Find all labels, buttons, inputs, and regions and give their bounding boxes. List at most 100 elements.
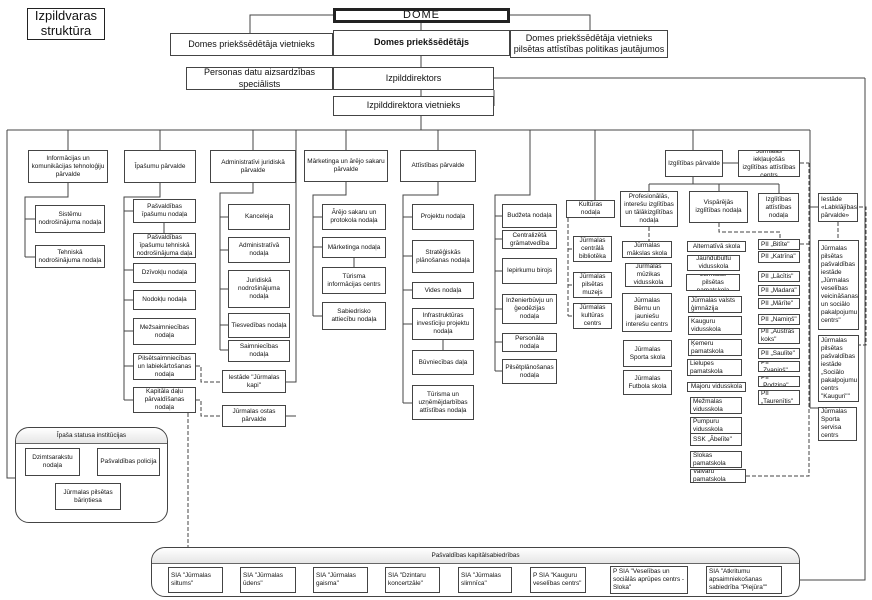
box-it1: Sistēmu nodrošinājuma nodaļa: [35, 205, 105, 233]
box-mk3: Tūrisma informācijas centrs: [322, 267, 386, 294]
box-label: SIA "Jūrmalas slimnīca": [461, 572, 501, 587]
box-label: Kultūras nodaļa: [578, 201, 603, 216]
box-mk1: Ārējo sakaru un protokola nodaļa: [322, 204, 386, 230]
box-sa2: Pašvaldības policija: [97, 448, 160, 476]
box-iza: Izglītības attīstības nodaļa: [758, 193, 799, 222]
box-label: Attīstības pārvalde: [411, 162, 465, 169]
box-label: Jūrmalas centrālā bibliotēka: [578, 237, 606, 260]
box-label: Izpilddirektors: [385, 72, 442, 83]
box-f5: Personāla nodaļa: [502, 333, 557, 352]
box-label: Pašvaldības īpašumu tehniskā nodrošināju…: [136, 233, 193, 257]
box-label: Mārketinga nodaļa: [327, 243, 381, 251]
box-label: Saimniecības nodaļa: [239, 343, 279, 358]
box-label: Administratīvā nodaļa: [238, 242, 280, 257]
box-c2: SIA "Jūrmalas ūdens": [240, 567, 296, 593]
box-aj: Administratīvi juridiskā pārvalde: [210, 150, 296, 183]
box-k1: PII „Bitīte": [758, 239, 800, 250]
box-label: Slokas pamatskola: [693, 451, 726, 467]
box-sp: Jūrmalas Sporta servisa centrs: [818, 407, 857, 441]
box-label: Jūrmalas Futbola skola: [628, 374, 667, 390]
box-izc: Jūrmalas iekļaujošās izglītības attīstīb…: [738, 150, 800, 177]
box-sa1: Dzimtsarakstu nodaļa: [25, 448, 80, 476]
box-aj3: Juridiskā nodrošinājuma nodaļa: [228, 270, 290, 308]
box-ip7: Kapitāla daļu pārvaldīšanas nodaļa: [133, 387, 196, 413]
box-at4: Infrastruktūras investīciju projektu nod…: [412, 308, 474, 340]
box-label: Jūrmalas mūzikas vidusskola: [633, 263, 664, 286]
box-s7: Lielupes pamatskola: [687, 359, 742, 376]
box-c7: P SIA "Veselības un sociālās aprūpes cen…: [610, 566, 688, 594]
box-label: Stratēģiskās plānošanas nodaļa: [416, 248, 470, 264]
box-p3: Jūrmalas Bērnu un jauniešu interešu cent…: [622, 293, 672, 332]
box-at1: Projektu nodaļa: [412, 204, 474, 230]
box-label: Domes priekšsēdētāja vietnieks pilsētas …: [513, 32, 665, 54]
box-label: SIA "Atkritumu apsaimniekošanas sabiedrī…: [709, 568, 768, 591]
box-at3: Vides nodaļa: [412, 282, 474, 299]
box-top-vice: Domes priekšsēdētāja vietnieks: [170, 33, 333, 56]
box-lb: Iestāde «Labklājības pārvalde»: [818, 193, 858, 222]
box-c4: SIA "Dzintaru koncertzāle": [385, 567, 440, 593]
box-label: Vaivaru pamatskola: [693, 469, 726, 483]
box-ip1: Pašvaldības īpašumu nodaļa: [133, 199, 196, 223]
box-label: Inženierbūvju un ģeodēzijas nodaļa: [506, 297, 553, 320]
box-it2: Tehniskā nodrošinājuma nodaļa: [35, 245, 105, 268]
box-label: Pašvaldības īpašumu nodaļa: [141, 203, 188, 218]
box-label: SSK „Ābelīte": [693, 435, 732, 443]
box-label: Būvniecības daļa: [418, 358, 468, 366]
box-c1: SIA "Jūrmalas siltums": [168, 567, 223, 593]
box-izv: Vispārējās izglītības nodaļa: [689, 191, 748, 223]
box-label: PII „Zvaniņš": [761, 361, 788, 372]
box-label: Vispārējās izglītības nodaļa: [695, 199, 742, 214]
box-label: Izpildvaras struktūra: [34, 8, 98, 38]
box-at2: Stratēģiskās plānošanas nodaļa: [412, 240, 474, 273]
box-k10: PII „Podziņa": [758, 376, 800, 387]
box-label: PII „Austras koks": [761, 328, 795, 343]
box-label: Centralizētā grāmatvedība: [509, 231, 550, 247]
box-it: Informācijas un komunikācijas tehnoloģij…: [28, 150, 108, 183]
box-label: PII „Taurenītis": [761, 390, 794, 405]
box-label: Personas datu aizsardzības speciālists: [203, 67, 316, 89]
box-mk4: Sabiedrisko attiecību nodaļa: [322, 302, 386, 330]
box-c3: SIA "Jūrmalas gaisma": [313, 567, 368, 593]
box-lb2: Jūrmalas pilsētas pašvaldības iestāde „S…: [818, 335, 859, 402]
box-ip6: Pilsētsaimniecības un labiekārtošanas no…: [133, 353, 196, 380]
box-osta: Jūrmalas ostas pārvalde: [222, 405, 286, 427]
box-top-chair: Domes priekšsēdētājs: [333, 30, 510, 56]
box-s2: Jaundubultu vidusskola: [687, 255, 740, 271]
box-label: PII „Mārīte": [761, 299, 794, 307]
box-label: PII „Saulīte": [761, 349, 795, 357]
box-k11: PII „Taurenītis": [758, 390, 800, 405]
box-label: Jūrmalas pilsētas muzejs: [579, 273, 606, 296]
box-label: Kauguru vidusskola: [691, 317, 721, 333]
box-label: SIA "Dzintaru koncertzāle": [388, 572, 426, 587]
box-k7: PII „Austras koks": [758, 328, 800, 344]
box-at: Attīstības pārvalde: [400, 150, 476, 182]
box-label: Projektu nodaļa: [420, 213, 466, 220]
box-ip4: Nodokļu nodaļa: [133, 290, 196, 310]
box-c8: SIA "Atkritumu apsaimniekošanas sabiedrī…: [706, 566, 782, 594]
box-label: Budžeta nodaļa: [507, 212, 552, 219]
box-k2: PII „Katrīna": [758, 251, 800, 263]
box-s13: Vaivaru pamatskola: [690, 469, 746, 483]
box-label: SIA "Jūrmalas siltums": [171, 572, 211, 587]
box-label: Īpašumu pārvalde: [134, 162, 186, 170]
box-mk: Mārketinga un ārējo sakaru pārvalde: [304, 150, 388, 182]
box-f6: Pilsētplānošanas nodaļa: [502, 359, 557, 384]
box-label: Profesionālās, interešu izglītības un tā…: [624, 193, 674, 224]
box-label: Jūrmalas ostas pārvalde: [232, 408, 276, 423]
box-label: P SIA "Kauguru veselības centrs": [533, 572, 582, 587]
box-at6: Tūrisma un uzņēmējdarbības attīstības no…: [412, 385, 474, 420]
box-label: Mežmalas vidusskola: [693, 397, 723, 413]
box-label: Domes priekšsēdētājs: [373, 37, 470, 48]
box-label: Mežsaimniecības nodaļa: [139, 323, 190, 339]
box-label: PII „Katrīna": [761, 253, 796, 260]
box-label: PII „Namiņš": [761, 315, 797, 323]
box-f1: Budžeta nodaļa: [502, 204, 557, 228]
box-label: Alternatīvā skola: [692, 242, 741, 250]
box-label: Jūrmalas Sporta servisa centrs: [821, 408, 847, 439]
box-label: Sistēmu nodrošinājuma nodaļa: [38, 211, 102, 226]
box-f4: Inženierbūvju un ģeodēzijas nodaļa: [502, 294, 557, 324]
box-label: Ķemeru pamatskola: [691, 339, 724, 355]
box-s1: Alternatīvā skola: [687, 241, 746, 252]
box-p5: Jūrmalas Futbola skola: [623, 370, 672, 395]
